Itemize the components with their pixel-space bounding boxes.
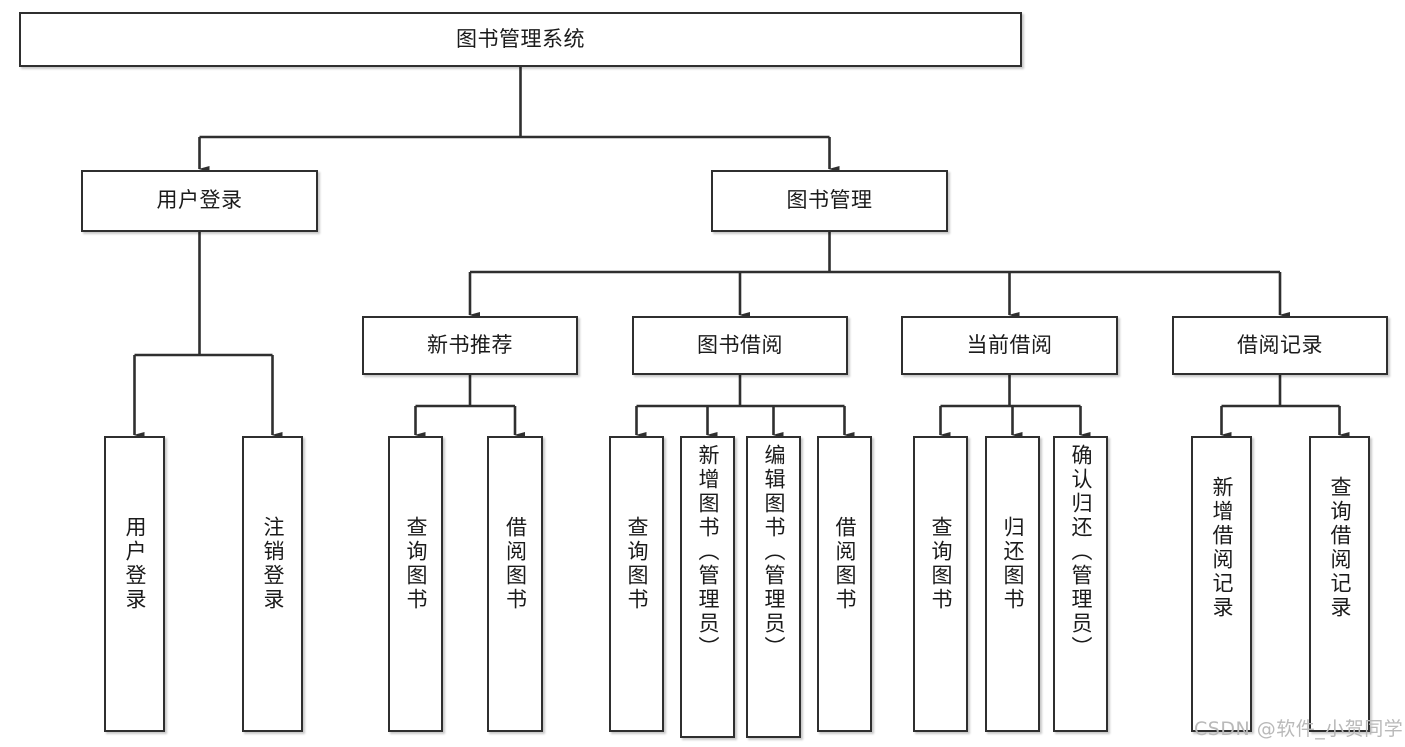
node-leaf-5-新增图书管理员-label: 新增图书（管理员） xyxy=(696,444,720,660)
node-leaf-6-编辑图书管理员[interactable]: 编辑图书（管理员） xyxy=(746,436,801,738)
node-leaf-8-查询图书[interactable]: 查询图书 xyxy=(913,436,968,732)
node-leaf-12-查询借阅记录-label: 查询借阅记录 xyxy=(1328,476,1352,620)
node-leaf-2-查询图书-label: 查询图书 xyxy=(404,516,428,612)
node-leaf-10-确认归还管理员-label: 确认归还（管理员） xyxy=(1069,444,1093,660)
node-l3-新书推荐-label: 新书推荐 xyxy=(427,332,513,357)
node-l3-新书推荐[interactable]: 新书推荐 xyxy=(362,316,578,375)
node-leaf-8-查询图书-label: 查询图书 xyxy=(929,516,953,612)
node-leaf-3-借阅图书[interactable]: 借阅图书 xyxy=(487,436,543,732)
node-leaf-12-查询借阅记录[interactable]: 查询借阅记录 xyxy=(1309,436,1370,732)
node-leaf-9-归还图书-label: 归还图书 xyxy=(1001,516,1025,612)
node-l3-借阅记录[interactable]: 借阅记录 xyxy=(1172,316,1388,375)
node-leaf-0-用户登录[interactable]: 用户登录 xyxy=(104,436,165,732)
node-leaf-5-新增图书管理员[interactable]: 新增图书（管理员） xyxy=(680,436,735,738)
node-l3-当前借阅-label: 当前借阅 xyxy=(966,332,1053,357)
node-l2-用户登录[interactable]: 用户登录 xyxy=(81,170,318,232)
node-leaf-7-借阅图书[interactable]: 借阅图书 xyxy=(817,436,872,732)
node-leaf-3-借阅图书-label: 借阅图书 xyxy=(503,516,528,612)
node-l3-图书借阅[interactable]: 图书借阅 xyxy=(632,316,848,375)
node-l3-当前借阅[interactable]: 当前借阅 xyxy=(901,316,1118,375)
watermark: CSDN @软件_小贺同学 xyxy=(1194,718,1404,740)
node-l2-用户登录-label: 用户登录 xyxy=(156,188,243,213)
node-leaf-6-编辑图书管理员-label: 编辑图书（管理员） xyxy=(762,444,786,660)
node-leaf-11-新增借阅记录[interactable]: 新增借阅记录 xyxy=(1191,436,1252,732)
node-leaf-9-归还图书[interactable]: 归还图书 xyxy=(985,436,1040,732)
node-l3-借阅记录-label: 借阅记录 xyxy=(1237,332,1323,357)
node-leaf-7-借阅图书-label: 借阅图书 xyxy=(833,516,857,612)
node-leaf-4-查询图书[interactable]: 查询图书 xyxy=(609,436,664,732)
node-leaf-1-注销登录[interactable]: 注销登录 xyxy=(242,436,303,732)
node-l3-图书借阅-label: 图书借阅 xyxy=(697,332,783,357)
node-l2-图书管理[interactable]: 图书管理 xyxy=(711,170,948,232)
node-l2-图书管理-label: 图书管理 xyxy=(786,188,873,213)
node-leaf-4-查询图书-label: 查询图书 xyxy=(625,516,649,612)
node-leaf-2-查询图书[interactable]: 查询图书 xyxy=(388,436,443,732)
node-root-图书管理系统-label: 图书管理系统 xyxy=(456,26,585,51)
node-leaf-11-新增借阅记录-label: 新增借阅记录 xyxy=(1210,476,1234,620)
node-leaf-1-注销登录-label: 注销登录 xyxy=(261,516,285,612)
node-leaf-10-确认归还管理员[interactable]: 确认归还（管理员） xyxy=(1053,436,1108,732)
node-root-图书管理系统[interactable]: 图书管理系统 xyxy=(19,12,1022,67)
node-leaf-0-用户登录-label: 用户登录 xyxy=(123,516,147,612)
